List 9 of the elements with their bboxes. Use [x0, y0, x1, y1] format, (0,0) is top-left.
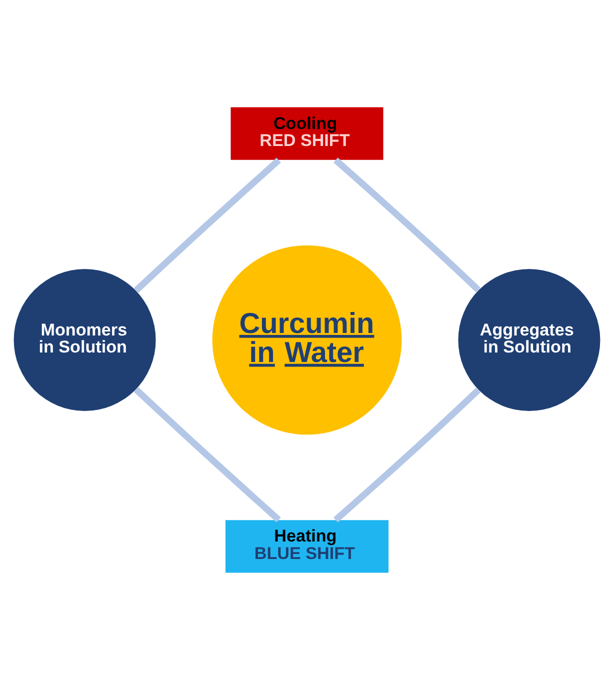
connector: [134, 387, 281, 522]
connector: [334, 388, 481, 522]
node-circle: Monomers in Solution: [14, 269, 156, 411]
node-box: Heating BLUE SHIFT: [225, 520, 389, 573]
node-box: Cooling RED SHIFT: [230, 107, 384, 160]
node-circle: Curcumin in Water: [212, 245, 402, 435]
connector: [134, 158, 281, 293]
connector: [334, 158, 481, 292]
node-circle: Aggregates in Solution: [458, 269, 600, 411]
